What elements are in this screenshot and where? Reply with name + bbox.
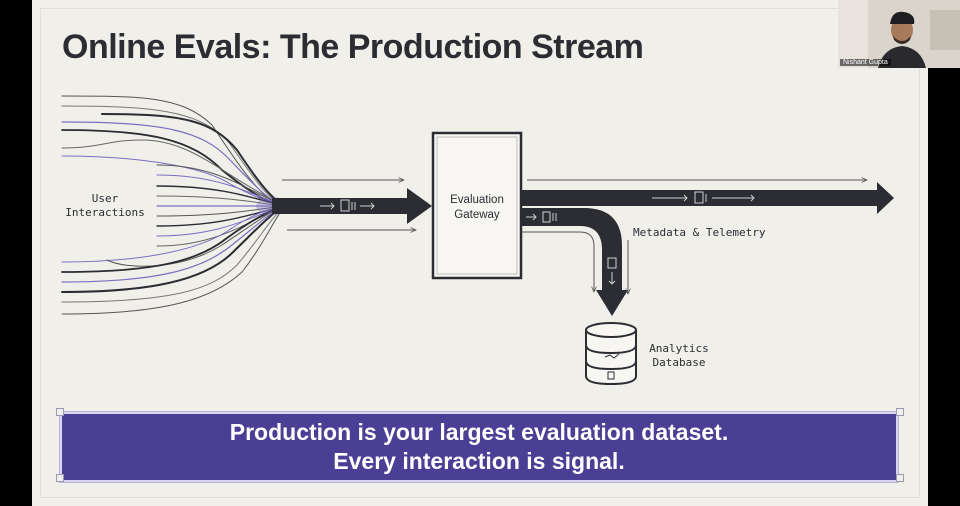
branch-document-icon	[526, 211, 557, 223]
slide: Online Evals: The Production Stream	[32, 0, 928, 506]
banner-line-2: Every interaction is signal.	[333, 448, 625, 474]
banner-handle-bottom-left	[56, 474, 64, 482]
key-message-banner: Production is your largest evaluation da…	[60, 412, 898, 482]
database-icon	[607, 371, 615, 380]
gateway-label-line1: Evaluation	[450, 194, 504, 206]
analytics-database-label-line2: Database	[653, 356, 706, 369]
banner-line-1: Production is your largest evaluation da…	[229, 419, 729, 445]
gateway-label-line2: Gateway	[454, 209, 500, 221]
participant-video-icon	[838, 0, 960, 68]
banner-handle-top-right	[896, 408, 904, 416]
banner-handle-top-left	[56, 408, 64, 416]
chart-icon	[604, 353, 620, 359]
slide-title: Online Evals: The Production Stream	[62, 28, 644, 66]
branch-thin-arrow	[522, 231, 594, 292]
outbound-main-arrow	[521, 182, 894, 214]
webcam-tile[interactable]: Nishant Gupta	[838, 0, 960, 68]
inbound-document-icon	[320, 199, 375, 212]
branch-arrow	[521, 208, 628, 316]
production-stream-diagram: User Interactions Evaluation Gateway Met…	[61, 95, 894, 386]
branch-vertical-icon	[607, 257, 617, 285]
user-interactions-label-line1: User	[92, 192, 119, 205]
banner-handle-bottom-right	[896, 474, 904, 482]
user-interactions-label-line2: Interactions	[65, 206, 144, 219]
input-stream-lines	[61, 95, 285, 315]
analytics-database-label-line1: Analytics	[649, 342, 709, 355]
analytics-database-icon	[585, 322, 637, 386]
participant-name: Nishant Gupta	[840, 59, 891, 66]
evaluation-gateway-box	[431, 131, 523, 280]
outbound-document-icon	[652, 191, 755, 204]
metadata-telemetry-label: Metadata & Telemetry	[633, 226, 766, 239]
